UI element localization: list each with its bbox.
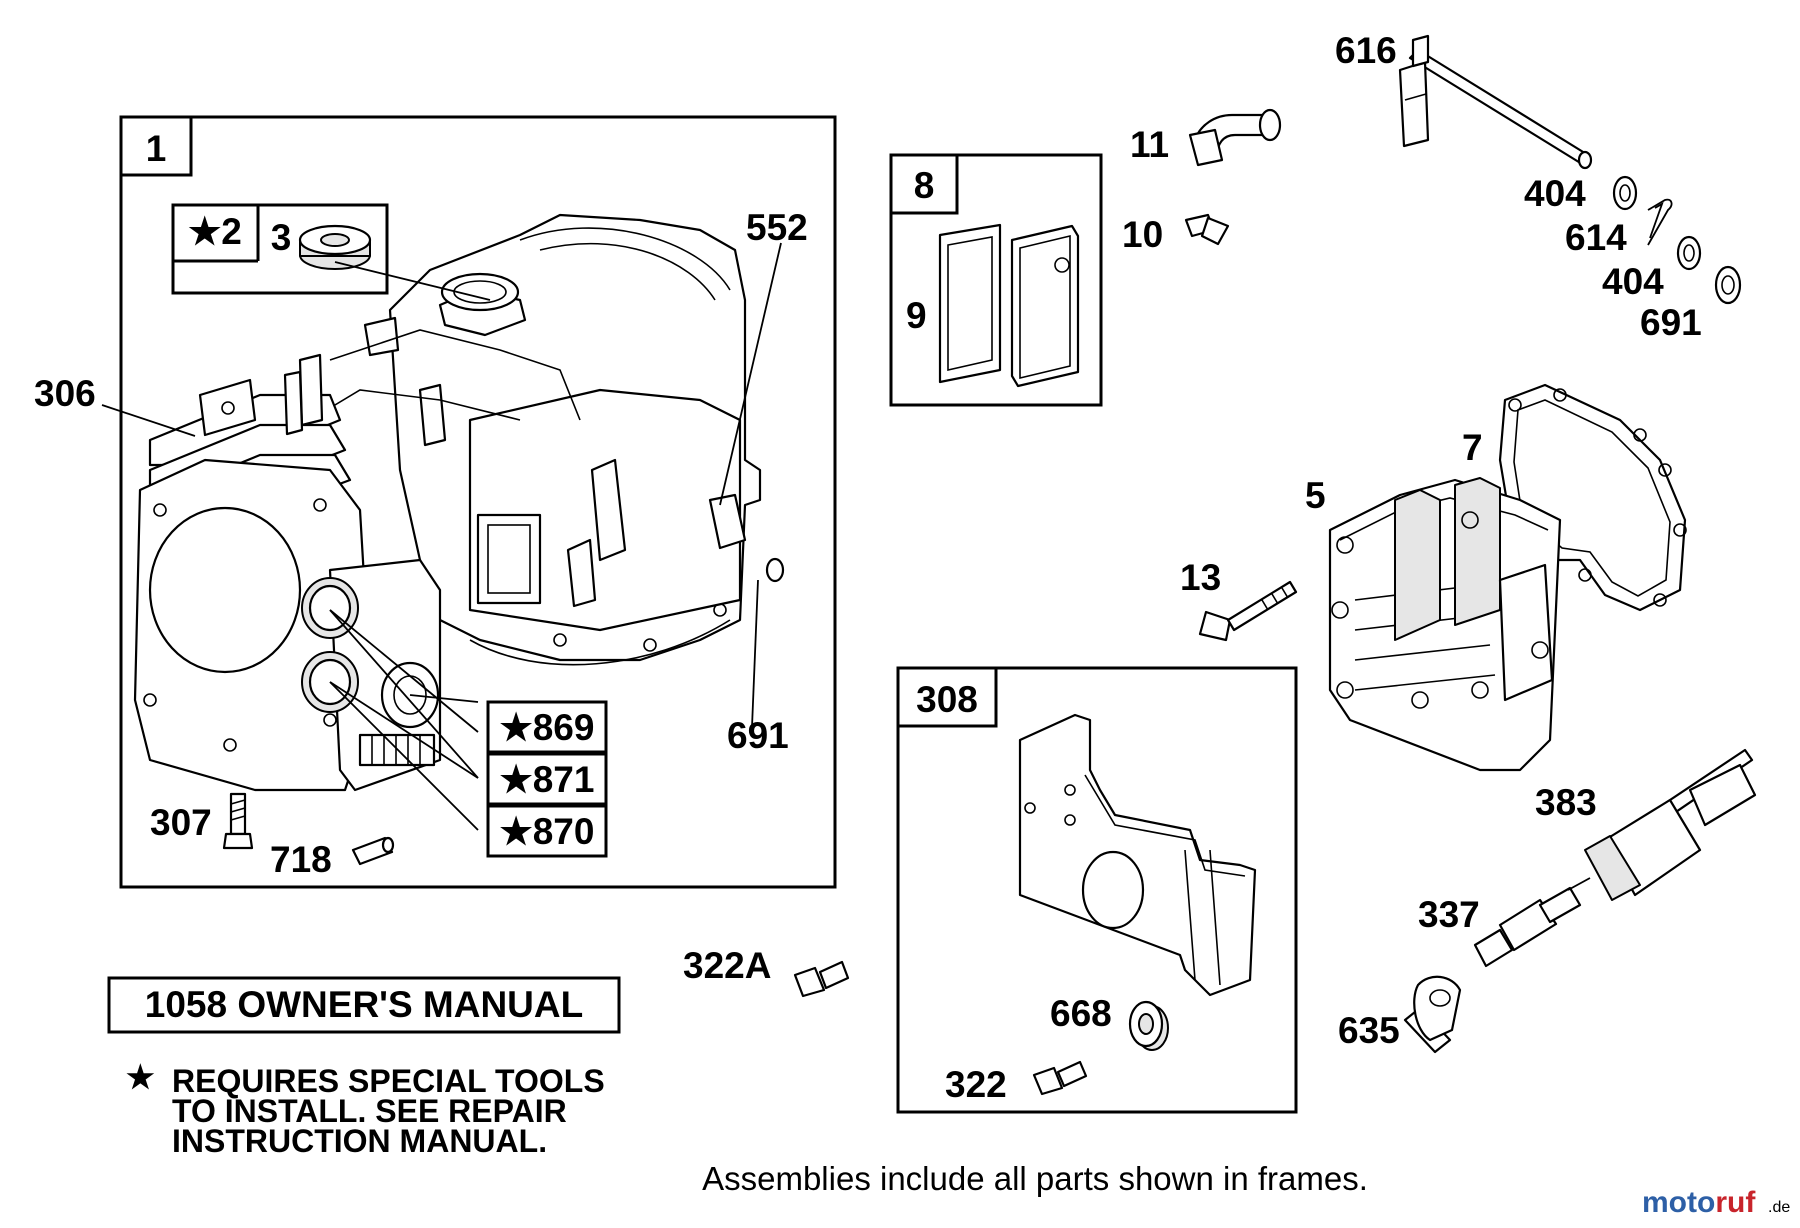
part-label-404-b: 404 <box>1602 261 1664 302</box>
part-label-5: 5 <box>1305 475 1326 516</box>
owners-manual-box: 1058 OWNER'S MANUAL <box>107 976 621 1034</box>
owners-manual-label: 1058 OWNER'S MANUAL <box>145 984 583 1025</box>
part-label-9: 9 <box>906 295 927 336</box>
note-line-3: INSTRUCTION MANUAL. <box>172 1123 547 1159</box>
breather-tube-11 <box>1188 108 1282 167</box>
cylinder-shield-308 <box>1018 713 1257 997</box>
washer-404-b <box>1676 235 1702 271</box>
part-label-13: 13 <box>1180 557 1221 598</box>
part-label-718: 718 <box>270 839 332 880</box>
breather-cover-8 <box>1010 224 1080 388</box>
part-label-322: 322 <box>945 1064 1007 1105</box>
screw-322a <box>793 960 850 998</box>
part-label-691-shaft: 691 <box>1640 302 1702 343</box>
plug-boot-635 <box>1403 975 1462 1054</box>
part-label-383: 383 <box>1535 782 1597 823</box>
note-star: ★ <box>126 1059 155 1095</box>
note-line-1: REQUIRES SPECIAL TOOLS <box>172 1063 605 1099</box>
watermark-tld: .de <box>1768 1199 1790 1216</box>
screw-10 <box>1184 213 1230 246</box>
note-line-2: TO INSTALL. SEE REPAIR <box>172 1093 567 1129</box>
part-label-3: 3 <box>271 217 292 258</box>
part-label-11: 11 <box>1130 124 1169 165</box>
cylinder-block-306 <box>133 213 762 792</box>
clip-614 <box>1647 198 1673 246</box>
head-bolt-13 <box>1198 580 1298 642</box>
part-label-322a: 322A <box>683 945 771 986</box>
part-label-404-a: 404 <box>1524 173 1586 214</box>
seal-691-block <box>765 557 785 583</box>
ignition-armature-383 <box>1584 748 1757 901</box>
part-label-306: 306 <box>34 373 96 414</box>
frame-308: 308 668 322 <box>896 666 1298 1114</box>
part-label-668: 668 <box>1050 993 1112 1034</box>
spark-plug-337 <box>1473 877 1591 968</box>
gasket-9 <box>938 223 1002 384</box>
washer-691 <box>1714 265 1742 305</box>
oil-seal-3 <box>298 224 372 270</box>
frame-8: 8 9 <box>889 153 1103 407</box>
assemblies-caption: Assemblies include all parts shown in fr… <box>702 1160 1368 1197</box>
part-label-691-block: 691 <box>727 715 789 756</box>
washer-404-a <box>1612 175 1638 211</box>
part-label-2: ★2 <box>188 211 242 252</box>
dowel-718 <box>351 836 395 866</box>
part-label-552: 552 <box>746 207 808 248</box>
frame-1: 1 ★2 3 <box>34 115 837 889</box>
special-tools-note: ★ REQUIRES SPECIAL TOOLS TO INSTALL. SEE… <box>126 1059 605 1159</box>
part-label-616: 616 <box>1335 30 1397 71</box>
screw-322 <box>1032 1060 1088 1096</box>
frame-8-label: 8 <box>914 165 935 206</box>
part-label-614: 614 <box>1565 217 1627 258</box>
seal-668 <box>1128 1000 1169 1051</box>
part-label-871: ★871 <box>500 759 595 800</box>
frame-1-label: 1 <box>146 128 167 169</box>
part-label-7: 7 <box>1462 427 1483 468</box>
governor-shaft-616 <box>1398 34 1593 170</box>
part-label-307: 307 <box>150 802 212 843</box>
part-label-337: 337 <box>1418 894 1480 935</box>
watermark-brand: motoruf <box>1642 1186 1756 1219</box>
part-label-870: ★870 <box>500 811 595 852</box>
part-label-10: 10 <box>1122 214 1163 255</box>
part-label-869: ★869 <box>500 707 595 748</box>
frame-308-label: 308 <box>916 679 978 720</box>
bolt-307 <box>222 792 254 850</box>
watermark: motoruf .de <box>1642 1186 1790 1219</box>
part-label-635: 635 <box>1338 1010 1400 1051</box>
cylinder-head-5 <box>1328 477 1562 772</box>
